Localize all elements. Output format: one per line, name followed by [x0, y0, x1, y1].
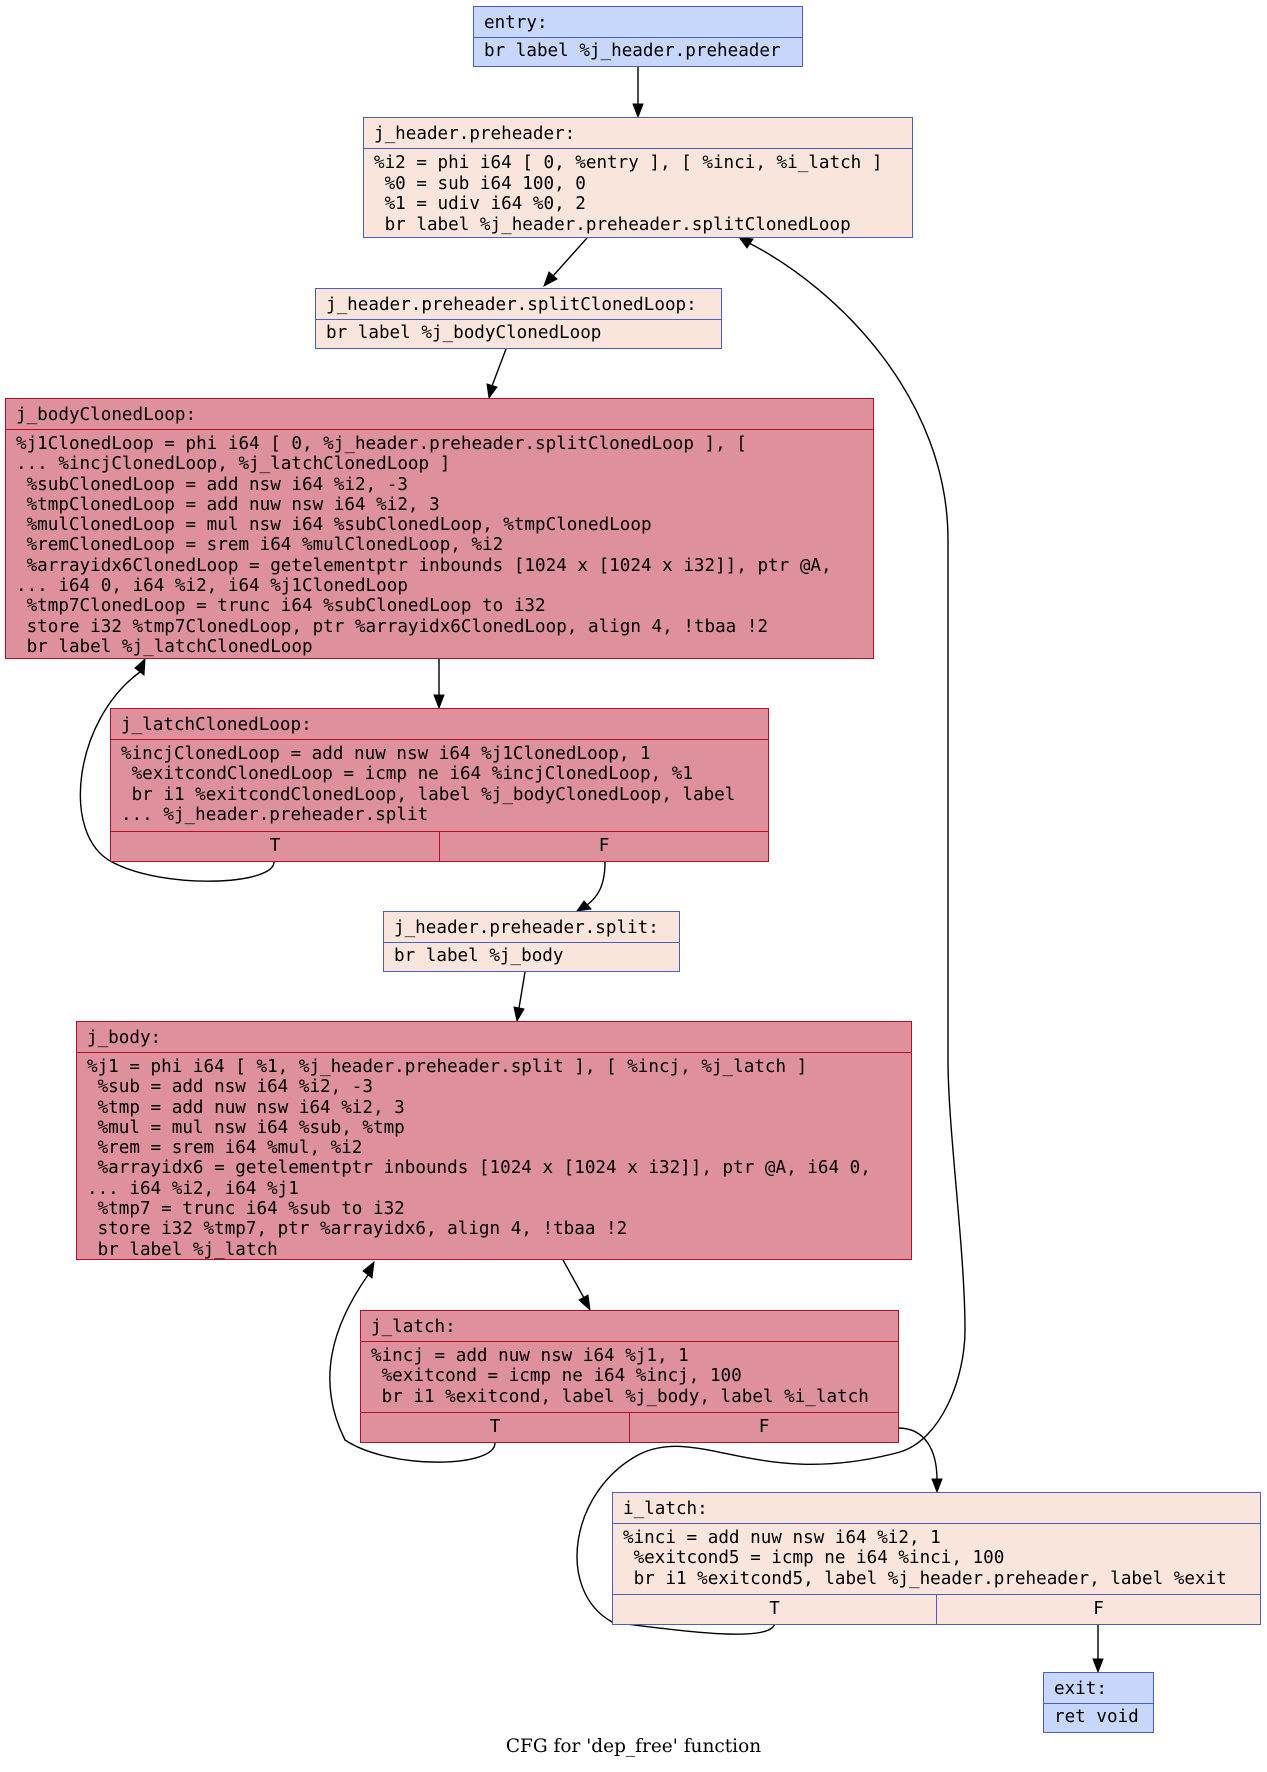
node-j-body-cloned-loop: j_bodyClonedLoop: %j1ClonedLoop = phi i6…: [5, 398, 874, 659]
edge-arrowhead: [362, 1260, 375, 1279]
branch-labels: T F: [361, 1412, 898, 1442]
false-branch-label: F: [629, 1413, 898, 1442]
node-title: j_header.preheader.splitClonedLoop:: [326, 295, 697, 315]
node-code: %incjClonedLoop = add nuw nsw i64 %j1Clo…: [111, 739, 768, 833]
edge-body-to-latch: [562, 1259, 585, 1299]
node-j-latch-cloned-loop: j_latchClonedLoop: %incjClonedLoop = add…: [110, 708, 769, 862]
false-branch-label: F: [439, 832, 768, 861]
edge-latch-cloned-false-to-split: [586, 861, 606, 906]
edge-arrowhead: [578, 1294, 591, 1312]
node-j-latch: j_latch: %incj = add nuw nsw i64 %j1, 1 …: [360, 1310, 899, 1443]
edge-arrowhead: [134, 657, 146, 676]
edge-arrowhead: [575, 900, 592, 912]
edge-arrowhead: [486, 383, 498, 400]
node-title: j_header.preheader.split:: [394, 918, 659, 938]
edge-split-cloned-to-body-cloned: [491, 348, 507, 387]
node-code: br label %j_header.preheader: [474, 37, 802, 68]
node-j-header-preheader-split-cloned-loop: j_header.preheader.splitClonedLoop: br l…: [315, 288, 722, 349]
edge-i-latch-true-backedge: [576, 242, 966, 1635]
node-code: %incj = add nuw nsw i64 %j1, 1 %exitcond…: [361, 1341, 898, 1414]
true-branch-label: T: [489, 1417, 501, 1437]
true-branch-label: T: [769, 1599, 780, 1619]
edge-arrowhead: [543, 271, 558, 288]
edge-latch-true-backedge: [329, 1274, 496, 1463]
node-title: j_bodyClonedLoop:: [16, 405, 197, 425]
edge-arrowhead: [433, 694, 445, 710]
edge-latch-cloned-true-backedge: [79, 671, 275, 882]
node-i-latch: i_latch: %inci = add nuw nsw i64 %i2, 1 …: [612, 1492, 1261, 1625]
node-title: entry:: [484, 13, 548, 33]
edge-preheader-to-split-cloned: [552, 237, 588, 277]
node-exit: exit: ret void: [1043, 1672, 1154, 1733]
node-code: %inci = add nuw nsw i64 %i2, 1 %exitcond…: [613, 1523, 1260, 1596]
branch-labels: T F: [111, 831, 768, 861]
edge-arrowhead: [632, 103, 644, 119]
node-title: j_header.preheader:: [374, 124, 576, 144]
edge-latch-false-to-i-latch: [897, 1427, 938, 1481]
node-title: exit:: [1054, 1679, 1107, 1699]
node-j-header-preheader-split: j_header.preheader.split: br label %j_bo…: [383, 911, 680, 972]
node-code: ret void: [1044, 1703, 1153, 1734]
node-entry: entry: br label %j_header.preheader: [473, 6, 803, 67]
node-code: %j1 = phi i64 [ %1, %j_header.preheader.…: [77, 1052, 911, 1261]
node-title: j_body:: [87, 1028, 162, 1048]
edge-arrowhead: [737, 236, 754, 249]
true-branch-label: T: [269, 836, 281, 856]
node-code: %i2 = phi i64 [ 0, %entry ], [ %inci, %i…: [364, 148, 912, 239]
false-branch-label: F: [936, 1595, 1260, 1624]
branch-labels: T F: [613, 1594, 1260, 1624]
node-code: br label %j_body: [384, 942, 679, 973]
node-code: br label %j_bodyClonedLoop: [316, 319, 721, 350]
node-code: %j1ClonedLoop = phi i64 [ 0, %j_header.p…: [6, 429, 873, 660]
node-j-body: j_body: %j1 = phi i64 [ %1, %j_header.pr…: [76, 1021, 912, 1260]
edge-arrowhead: [513, 1006, 525, 1023]
node-title: j_latch:: [371, 1317, 456, 1337]
node-j-header-preheader: j_header.preheader: %i2 = phi i64 [ 0, %…: [363, 117, 913, 238]
node-title: j_latchClonedLoop:: [121, 715, 312, 735]
edge-arrowhead: [931, 1478, 943, 1494]
node-title: i_latch:: [623, 1499, 708, 1519]
edge-arrowhead: [1092, 1658, 1104, 1674]
edge-split-to-body: [518, 971, 526, 1009]
graph-caption: CFG for 'dep_free' function: [505, 1736, 762, 1757]
